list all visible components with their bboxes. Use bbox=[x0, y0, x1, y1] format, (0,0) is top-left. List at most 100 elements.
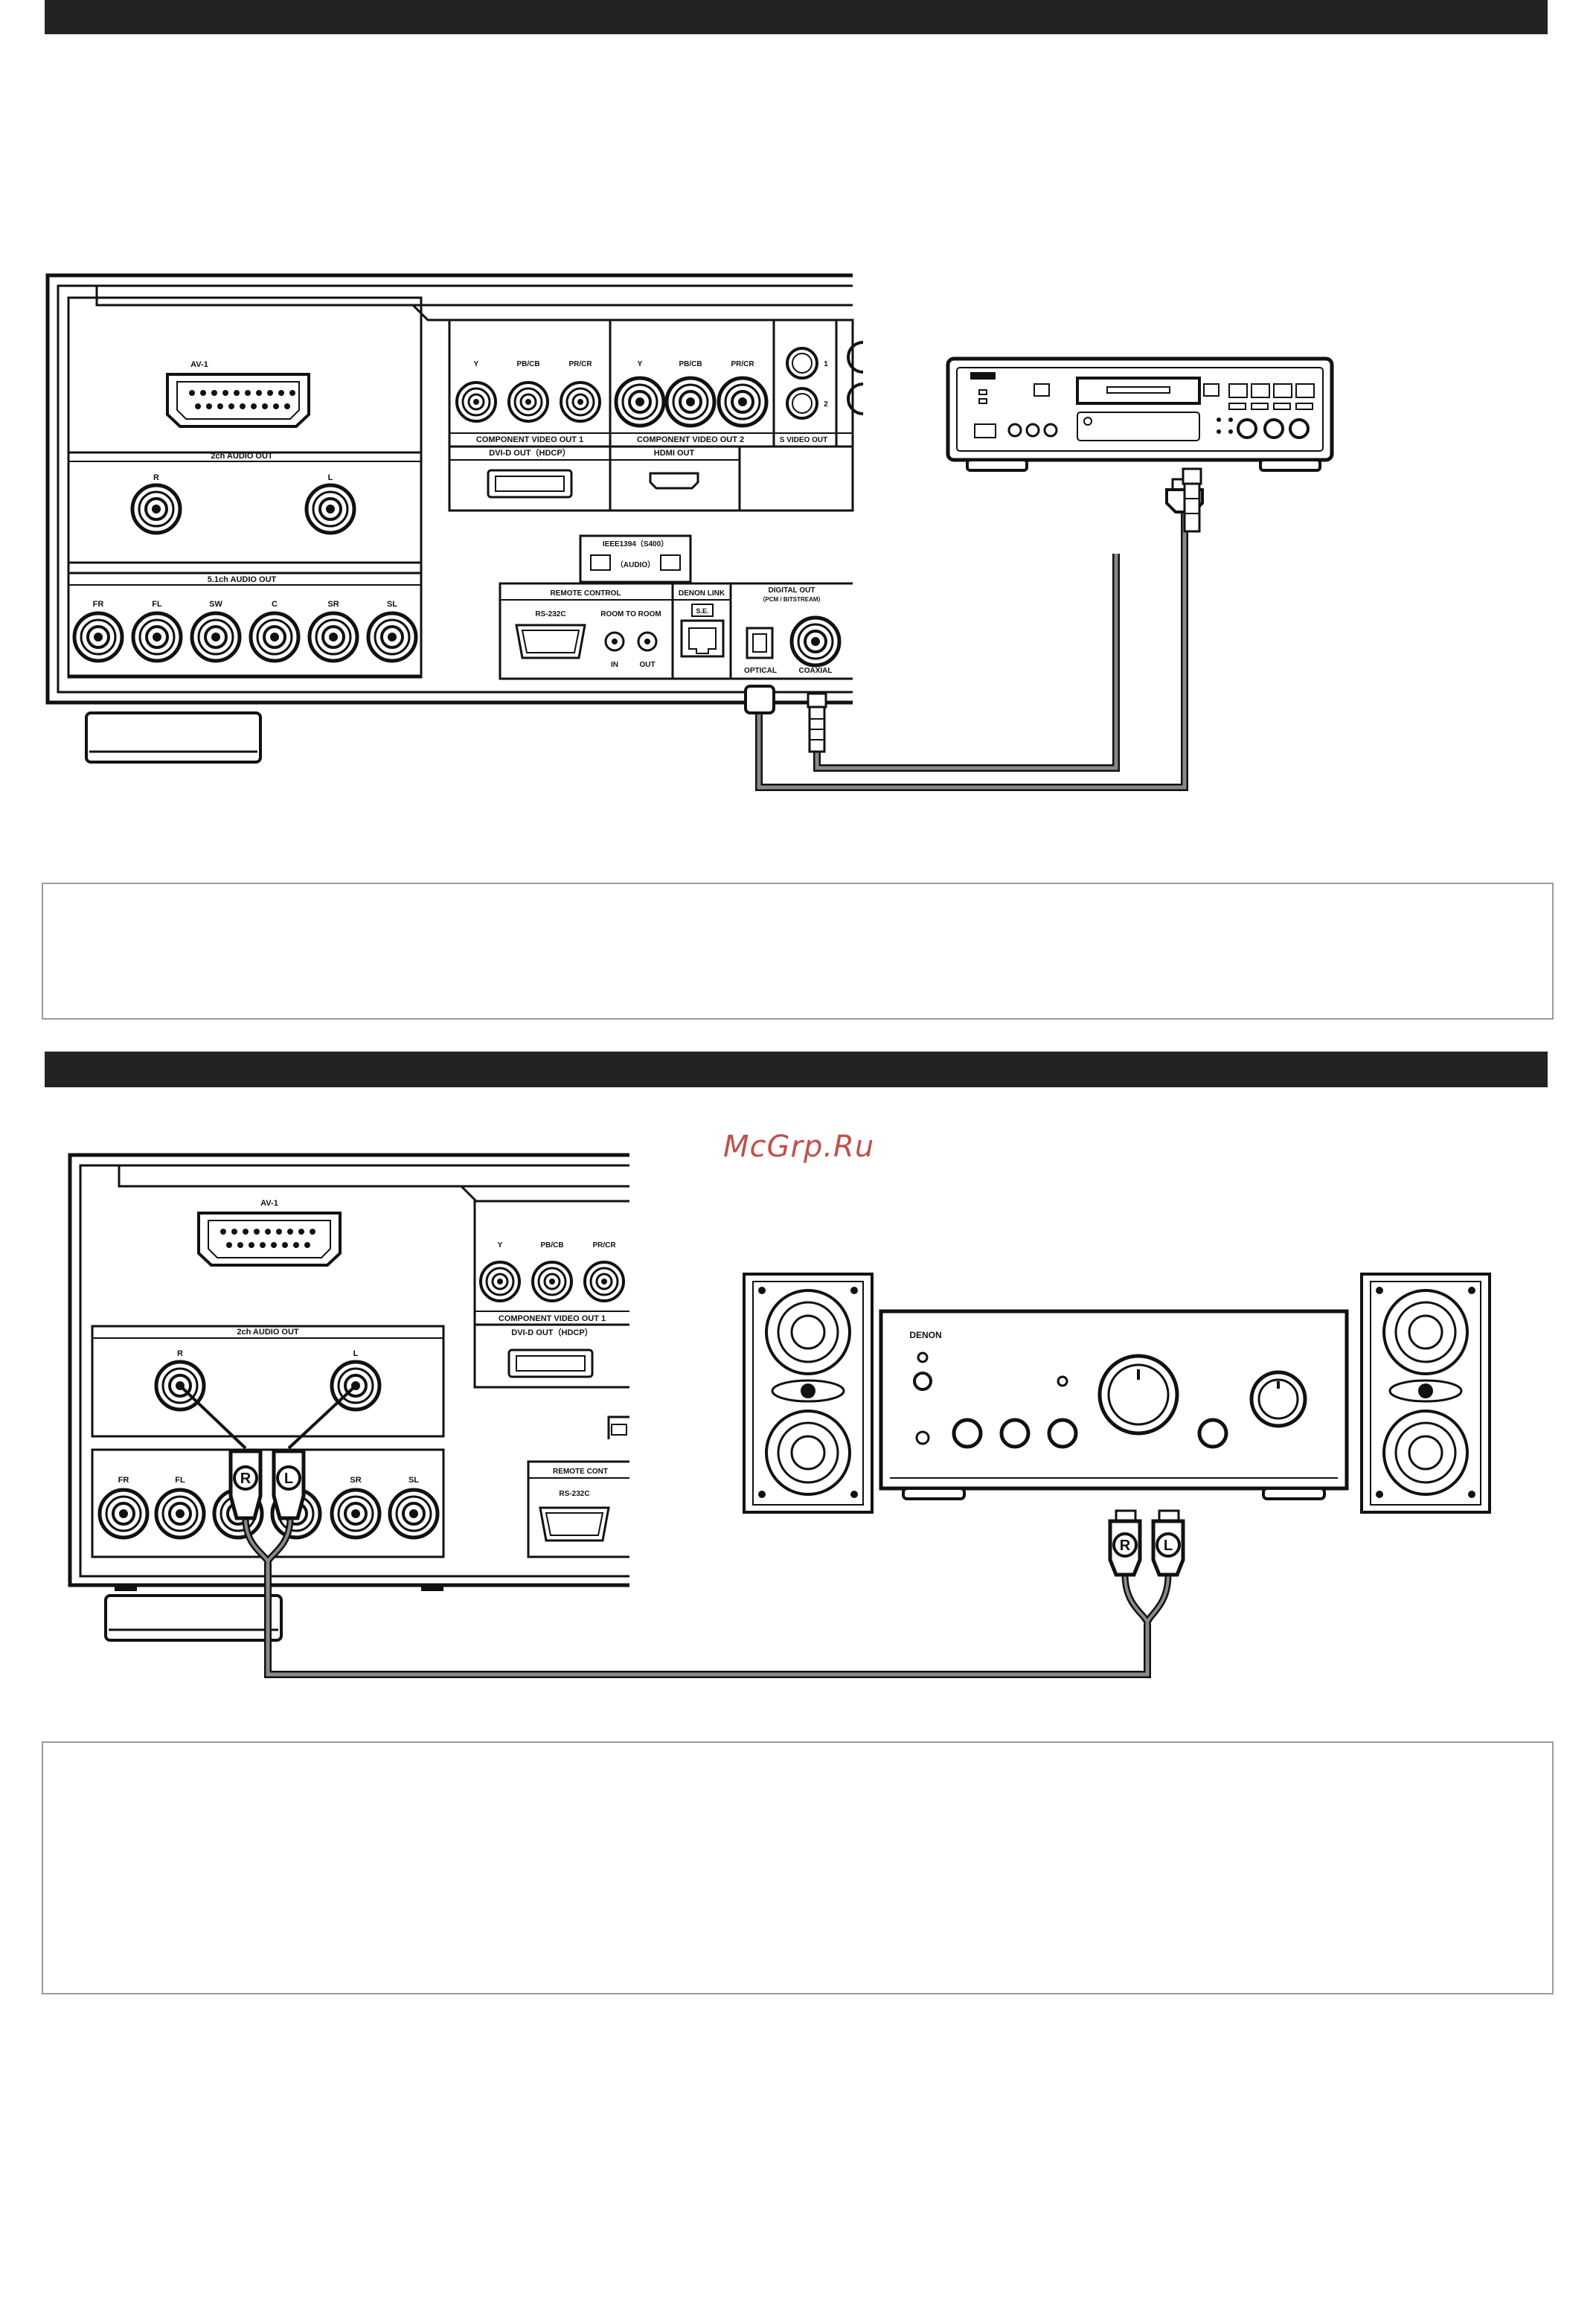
jack-label-l-2: L bbox=[353, 1349, 359, 1358]
jack-label-fl-2: FL bbox=[175, 1476, 185, 1485]
jack-label-sr: SR bbox=[327, 600, 339, 609]
jack-label-sr-2: SR bbox=[350, 1476, 361, 1485]
comp1-y-jack[interactable] bbox=[455, 381, 497, 423]
watermark-text: McGrp.Ru bbox=[723, 1130, 875, 1164]
left-speaker bbox=[743, 1273, 874, 1514]
audio-2ch-label: 2ch AUDIO OUT bbox=[211, 452, 273, 461]
amplifier-device bbox=[879, 1309, 1349, 1500]
comp1-pb-label: PB/CB bbox=[516, 360, 539, 368]
svideo-label: S VIDEO OUT bbox=[780, 436, 827, 444]
remote-control-group bbox=[499, 582, 853, 680]
comp1-pb-label-2: PB/CB bbox=[540, 1241, 563, 1250]
remote-label: REMOTE CONTROL bbox=[551, 589, 621, 598]
jack-label-c: C bbox=[272, 600, 278, 609]
plug-l-label-amp: L bbox=[1164, 1538, 1173, 1554]
comp1-y-jack-2[interactable] bbox=[479, 1261, 521, 1302]
right-speaker bbox=[1360, 1273, 1491, 1514]
jack-51-sl-2[interactable] bbox=[390, 1490, 438, 1538]
room-to-room-jacks[interactable] bbox=[604, 631, 658, 652]
recorder-device bbox=[946, 356, 1334, 472]
comp2-label: COMPONENT VIDEO OUT 2 bbox=[637, 435, 744, 444]
dvi-label-2: DVI-D OUT（HDCP） bbox=[511, 1328, 592, 1337]
comp1-pb-jack-2[interactable] bbox=[531, 1261, 573, 1302]
coaxial-label: COAXIAL bbox=[799, 667, 833, 675]
player-rear-panel-2 bbox=[68, 1153, 629, 1642]
amp-brand-label: DENON bbox=[909, 1330, 941, 1340]
dvi-connector[interactable] bbox=[487, 469, 573, 499]
jack-51-sl[interactable] bbox=[368, 613, 416, 661]
dvi-label: DVI-D OUT（HDCP） bbox=[489, 448, 570, 458]
room-in-label: IN bbox=[611, 661, 618, 669]
scart-pins bbox=[189, 390, 295, 409]
jack-51-fl[interactable] bbox=[133, 613, 181, 661]
comp1-pr-label: PR/CR bbox=[568, 360, 592, 368]
jack-51-fl-2[interactable] bbox=[156, 1490, 204, 1538]
av1-label: AV-1 bbox=[190, 360, 208, 369]
component-video-groups-1 bbox=[448, 319, 854, 512]
optical-label: OPTICAL bbox=[744, 667, 777, 675]
denon-link-port[interactable] bbox=[680, 604, 725, 658]
comp2-pb-jack[interactable] bbox=[667, 378, 714, 426]
optical-port[interactable] bbox=[746, 627, 774, 659]
rs232c-label: RS-232C bbox=[535, 610, 565, 618]
plug-l-label-player: L bbox=[284, 1471, 293, 1487]
section-header-bar-1 bbox=[45, 0, 1548, 34]
jack-label-sl: SL bbox=[387, 600, 397, 609]
jack-label-fr: FR bbox=[93, 600, 104, 609]
scart-connector-2 bbox=[197, 1212, 342, 1267]
plug-r-label-player: R bbox=[240, 1471, 251, 1487]
se-label: S.E. bbox=[696, 607, 708, 615]
jack-label-r: R bbox=[153, 473, 159, 482]
audio-51ch-label: 5.1ch AUDIO OUT bbox=[208, 575, 277, 584]
rs232c-port-2[interactable] bbox=[539, 1506, 610, 1542]
rs232c-label-2: RS-232C bbox=[559, 1490, 589, 1498]
room-out-label: OUT bbox=[639, 661, 655, 669]
ieee-audio-label: （AUDIO） bbox=[616, 560, 655, 569]
comp2-pr-jack[interactable] bbox=[719, 378, 766, 426]
jack-label-r-2: R bbox=[177, 1349, 183, 1358]
jack-label-sw: SW bbox=[209, 600, 222, 609]
coaxial-cable bbox=[807, 467, 1202, 772]
audio-2ch-group-2 bbox=[91, 1325, 445, 1438]
scart-connector bbox=[166, 373, 310, 428]
audio-51ch-group-1 bbox=[67, 572, 423, 679]
jack-51-sr[interactable] bbox=[310, 613, 357, 661]
jack-51-sw[interactable] bbox=[192, 613, 240, 661]
jack-51-c[interactable] bbox=[251, 613, 298, 661]
stereo-audio-cable bbox=[179, 1384, 1185, 1678]
remote-control-group-2 bbox=[527, 1415, 629, 1558]
coaxial-jack[interactable] bbox=[792, 618, 839, 665]
comp1-pr-jack[interactable] bbox=[560, 381, 601, 423]
svideo-1-label: 1 bbox=[824, 360, 828, 368]
note-box-1 bbox=[42, 883, 1554, 1020]
comp1-pr-label-2: PR/CR bbox=[592, 1241, 616, 1250]
jack-51-sr-2[interactable] bbox=[332, 1490, 379, 1538]
comp1-y-label: Y bbox=[474, 360, 479, 368]
jack-label-fl: FL bbox=[152, 600, 162, 609]
comp1-pb-jack[interactable] bbox=[507, 381, 549, 423]
jack-2ch-l[interactable] bbox=[307, 485, 354, 533]
dvi-connector-2[interactable] bbox=[507, 1348, 594, 1378]
jack-51-fr-2[interactable] bbox=[100, 1490, 147, 1538]
digital-out-label: DIGITAL OUT bbox=[769, 586, 815, 595]
jack-2ch-r[interactable] bbox=[132, 485, 180, 533]
hdmi-connector[interactable] bbox=[649, 472, 699, 490]
section-header-bar-2 bbox=[45, 1052, 1548, 1087]
rs232c-port[interactable] bbox=[515, 624, 586, 659]
jack-label-sl-2: SL bbox=[408, 1476, 419, 1485]
svideo-jacks bbox=[786, 341, 864, 420]
ieee1394-group bbox=[579, 534, 692, 583]
scart-pins-2 bbox=[220, 1229, 315, 1248]
comp2-pb-label: PB/CB bbox=[679, 360, 702, 368]
comp2-y-jack[interactable] bbox=[616, 378, 664, 426]
audio-2ch-label-2: 2ch AUDIO OUT bbox=[237, 1328, 299, 1337]
ieee-label: IEEE1394（S400） bbox=[603, 539, 668, 548]
plug-r-label-amp: R bbox=[1120, 1538, 1131, 1554]
hdmi-label: HDMI OUT bbox=[654, 449, 695, 458]
comp1-label-2: COMPONENT VIDEO OUT 1 bbox=[499, 1314, 606, 1323]
comp2-pr-label: PR/CR bbox=[731, 360, 754, 368]
comp2-y-label: Y bbox=[638, 360, 643, 368]
comp1-pr-jack-2[interactable] bbox=[583, 1261, 625, 1302]
jack-51-fr[interactable] bbox=[74, 613, 122, 661]
